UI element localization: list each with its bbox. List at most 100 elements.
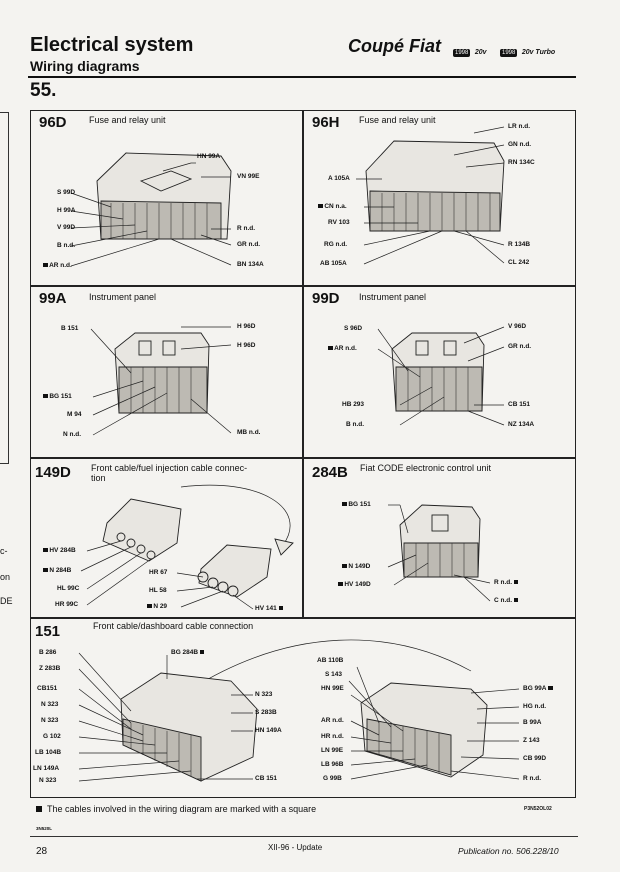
wire-label: HB 293 [342,401,365,408]
wire-label-text: HV 284B [49,547,76,554]
badge-1998-turbo: 1998 [500,49,518,57]
wire-label-text: BG 151 [49,393,72,400]
panel-title: Instrument panel [89,292,157,302]
wire-label-text: AR n.d. [49,262,72,269]
wire-label-marked: CN n.a. [318,203,347,211]
wire-label: R n.d. [237,225,256,232]
wire-label: MB n.d. [237,429,261,436]
panel-code: 99D [312,290,340,307]
panel-title: Front cable/fuel injection cable connec- [91,463,248,473]
wire-label-marked: AR n.d. [43,262,72,270]
panel-code: 96H [312,114,340,131]
panel-151: 151 Front cable/dashboard cable connecti… [30,618,576,798]
wire-label: G 102 [43,733,61,740]
wire-label: CB 99D [523,755,547,762]
model-badge-20v-turbo: 1998 20v Turbo [500,41,555,59]
wire-label: LB 104B [35,749,62,756]
wire-label: RG n.d. [324,241,348,248]
badge-1998: 1998 [453,49,471,57]
figure-code: P3N52OL02 [524,806,552,812]
wire-label: M 94 [67,411,82,418]
wire-label-marked: N 29 [147,603,167,611]
wire-label: S 143 [325,671,342,678]
fuse-relay-connector-drawing [70,152,232,267]
publication-number: Publication no. 506.228/10 [458,846,559,856]
wire-label-text: BG 284B [171,649,199,656]
wire-label: HN 149A [255,727,282,734]
wire-label-text: R n.d. [494,579,513,586]
fuse-relay-connector-drawing [356,126,505,265]
wire-label-marked: R n.d. [494,579,519,587]
panel-149d: 149D Front cable/fuel injection cable co… [30,458,303,618]
footer-rule [30,836,578,837]
section-number: 55. [30,80,57,101]
wire-label: S 283B [255,709,277,716]
wire-label: B 286 [39,649,57,656]
dashboard-connector-drawing [78,639,520,782]
wire-label: GR n.d. [237,241,261,248]
wire-label-text: N 284B [49,567,72,574]
wire-label-marked: HV 284B [43,547,76,555]
wire-label: B 99A [523,719,542,726]
wire-label: HL 58 [149,587,167,594]
wire-label: AB 105A [320,260,347,267]
wire-label: S 99D [57,189,76,196]
page-subtitle: Wiring diagrams [30,58,140,74]
wire-label: LR n.d. [508,123,531,130]
wire-label: LN 149A [33,765,60,772]
wire-label: A 105A [328,175,350,182]
wire-label-marked: C n.d. [494,597,519,605]
instrument-connector-drawing [377,326,505,426]
instrument-connector-drawing [90,326,232,436]
wire-label-marked: AR n.d. [328,345,357,353]
wire-label-text: BG 99A [523,685,547,692]
model-badge-20v: 1998 20v [453,41,487,59]
wire-label: NZ 134A [508,421,535,428]
panel-96d: 96D Fuse and relay unit HN 99A VN 99E S … [30,110,303,286]
wire-label: HR 99C [55,601,79,608]
panel-title: Fuse and relay unit [359,115,436,125]
footnote: The cables involved in the wiring diagra… [36,804,316,814]
badge-20v-turbo-label: 20v Turbo [521,49,556,56]
code-ecu-connector-drawing [387,504,491,602]
wire-label: Z 283B [39,665,61,672]
wire-label: N n.d. [63,431,82,438]
wire-label: RV 103 [328,219,350,226]
left-edge-box [0,112,9,464]
footnote-text: The cables involved in the wiring diagra… [47,804,317,814]
wire-label: N 323 [41,701,59,708]
panel-code: 96D [39,114,67,131]
wire-label: V 96D [508,323,527,330]
wire-label: HG n.d. [523,703,547,710]
wire-label: HL 99C [57,585,80,592]
wire-label-text: AR n.d. [334,345,357,352]
panel-96h: 96H Fuse and relay unit LR n.d. GN n.d. … [303,110,576,286]
wire-label: HN 99E [321,685,344,692]
wire-label: N 323 [39,777,57,784]
margin-text-3: DE [0,596,13,606]
wire-label: G 99B [323,775,342,782]
wire-label: S 96D [344,325,363,332]
wire-label: GR n.d. [508,343,532,350]
header-rule [28,76,576,78]
wire-label-text: HV 149D [344,581,371,588]
wire-label: H 96D [237,323,256,330]
wire-label: LB 96B [321,761,344,768]
wire-label: R n.d. [523,775,542,782]
panel-code: 149D [35,464,71,481]
panel-99d: 99D Instrument panel S 96D V 96D AR n.d.… [303,286,576,458]
wire-label: BN 134A [237,261,264,268]
model-title: Coupé Fiat [348,36,441,56]
wire-label: AB 110B [317,657,344,664]
wire-label: B 151 [61,325,79,332]
wire-label-marked: HV 141 [255,605,283,613]
wire-label: CB 151 [508,401,531,408]
page-number: 28 [36,846,48,857]
wire-label-text: N 29 [153,603,168,610]
wire-label-marked: BG 284B [171,649,205,657]
wire-label-text: C n.d. [494,597,513,604]
panel-code: 284B [312,464,348,481]
wire-label: R 134B [508,241,531,248]
wire-label: V 99D [57,224,76,231]
page-title: Electrical system [30,34,194,56]
